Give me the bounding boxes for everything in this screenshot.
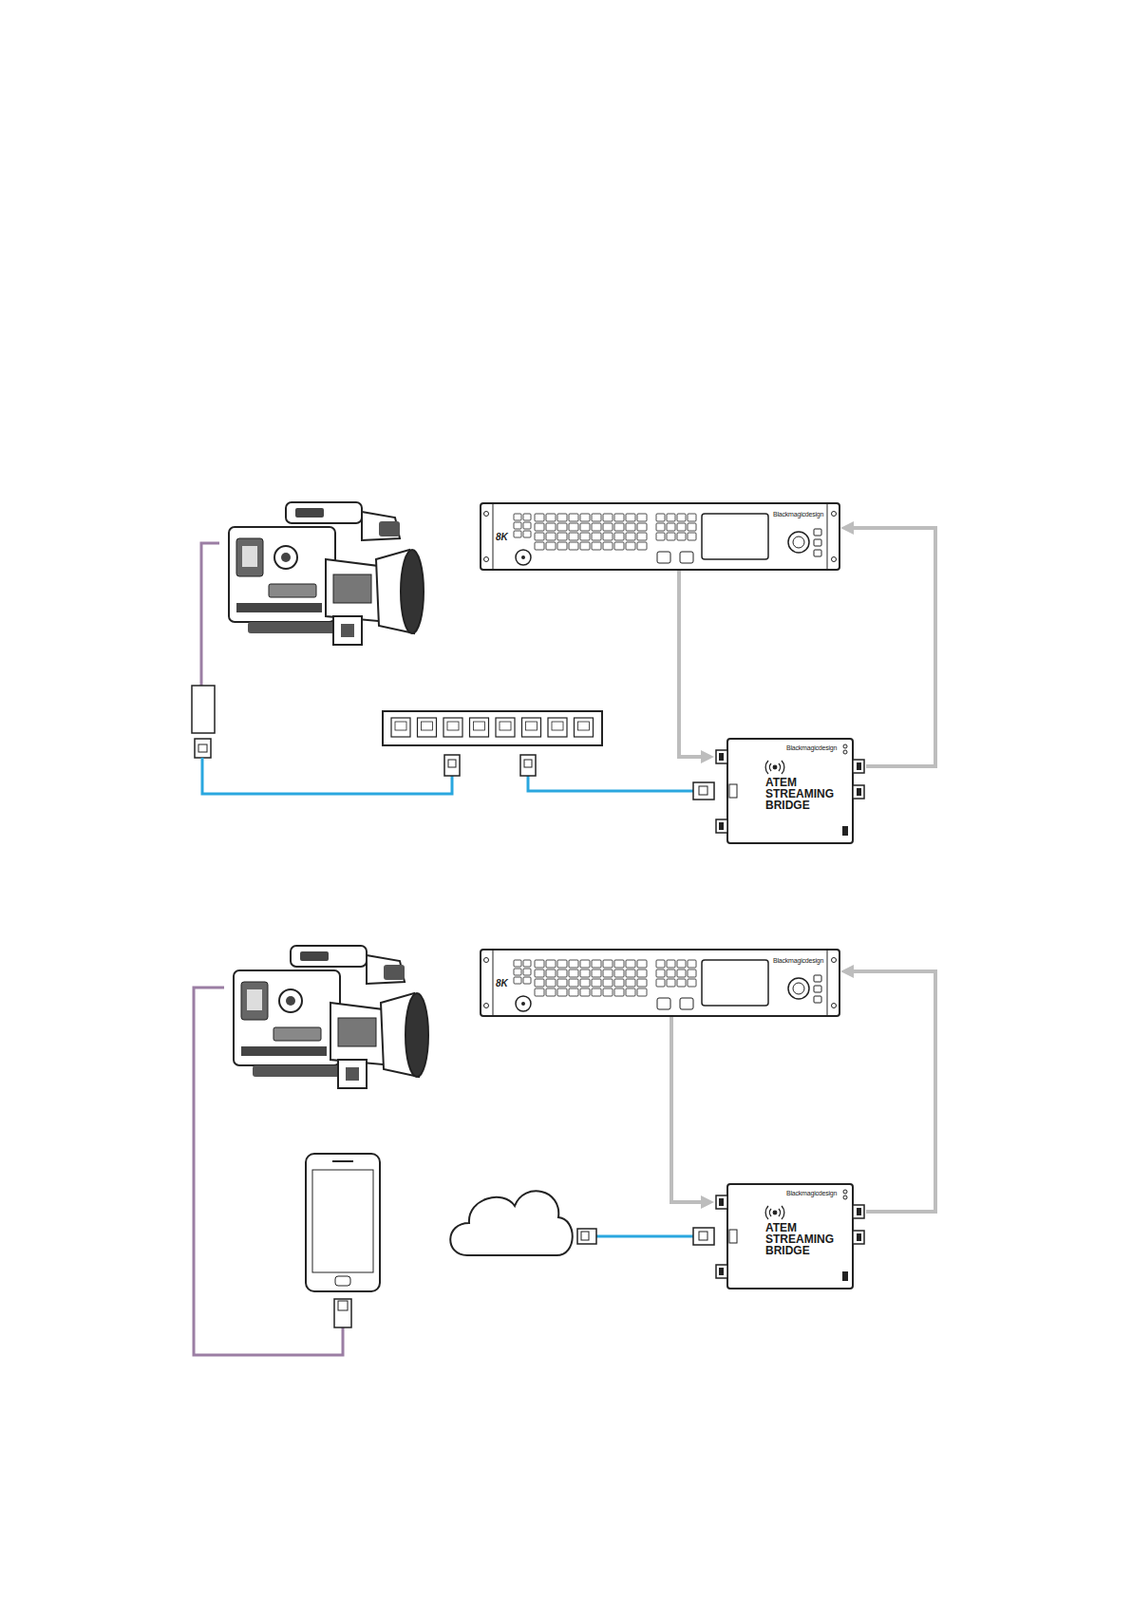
streaming-bridge: BlackmagicdesignATEM STREAMING BRIDGE (714, 1180, 867, 1293)
video-connector (840, 964, 936, 1212)
video-connector (671, 1017, 715, 1209)
device-name: ATEM STREAMING BRIDGE (765, 776, 836, 812)
brand-name: Blackmagicdesign (786, 744, 837, 752)
brand-name: Blackmagicdesign (773, 957, 824, 964)
brand-name: Blackmagicdesign (786, 1189, 837, 1197)
video-connector (679, 570, 715, 764)
video-connector (840, 521, 936, 767)
switcher-panel: 8K Blackmagicdesign (479, 948, 841, 1018)
switcher-panel: 8K Blackmagicdesign (479, 502, 841, 571)
model-badge: 8K (495, 531, 509, 543)
streaming-bridge: BlackmagicdesignATEM STREAMING BRIDGE (714, 735, 867, 848)
brand-name: Blackmagicdesign (773, 510, 824, 518)
model-badge: 8K (495, 978, 509, 989)
device-name: ATEM STREAMING BRIDGE (765, 1222, 836, 1257)
